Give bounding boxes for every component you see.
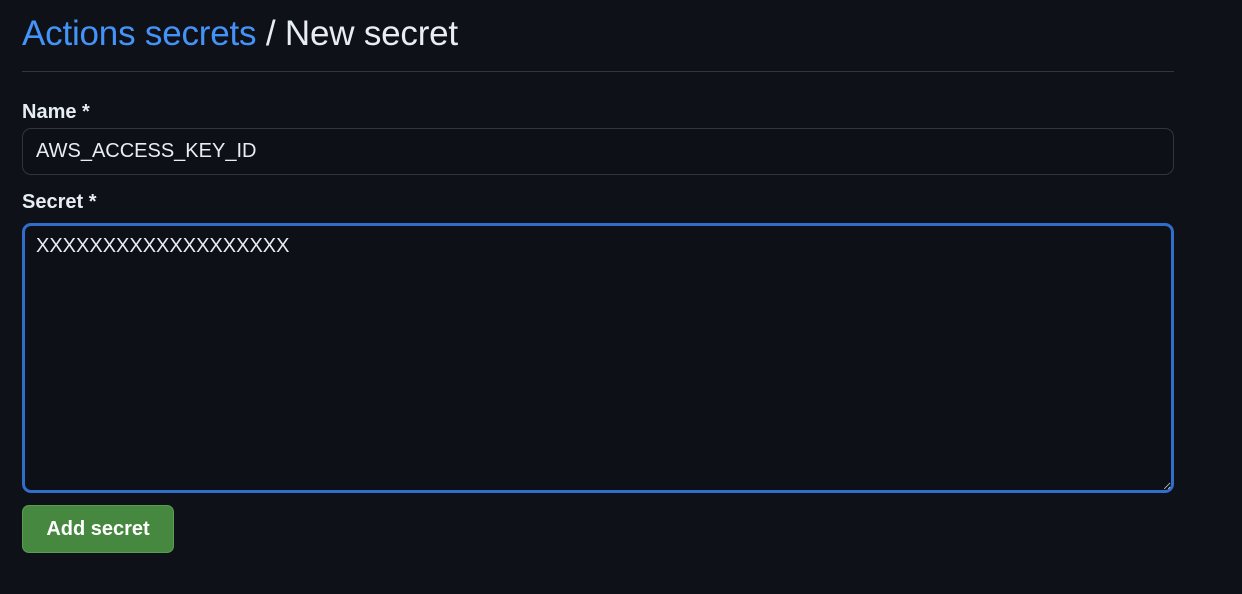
breadcrumb-separator: /: [265, 14, 276, 53]
secret-label: Secret *: [22, 191, 97, 213]
breadcrumb: Actions secrets / New secret: [22, 13, 458, 55]
add-secret-button[interactable]: Add secret: [22, 505, 174, 553]
page-header: Actions secrets / New secret: [22, 0, 1174, 72]
name-label: Name *: [22, 101, 90, 123]
name-input[interactable]: [22, 128, 1174, 175]
actions-secrets-link[interactable]: Actions secrets: [22, 14, 257, 53]
secret-textarea[interactable]: XXXXXXXXXXXXXXXXXXX: [22, 223, 1174, 493]
new-secret-page: Actions secrets / New secret Name * Secr…: [22, 0, 1174, 553]
page-title: New secret: [284, 14, 458, 53]
